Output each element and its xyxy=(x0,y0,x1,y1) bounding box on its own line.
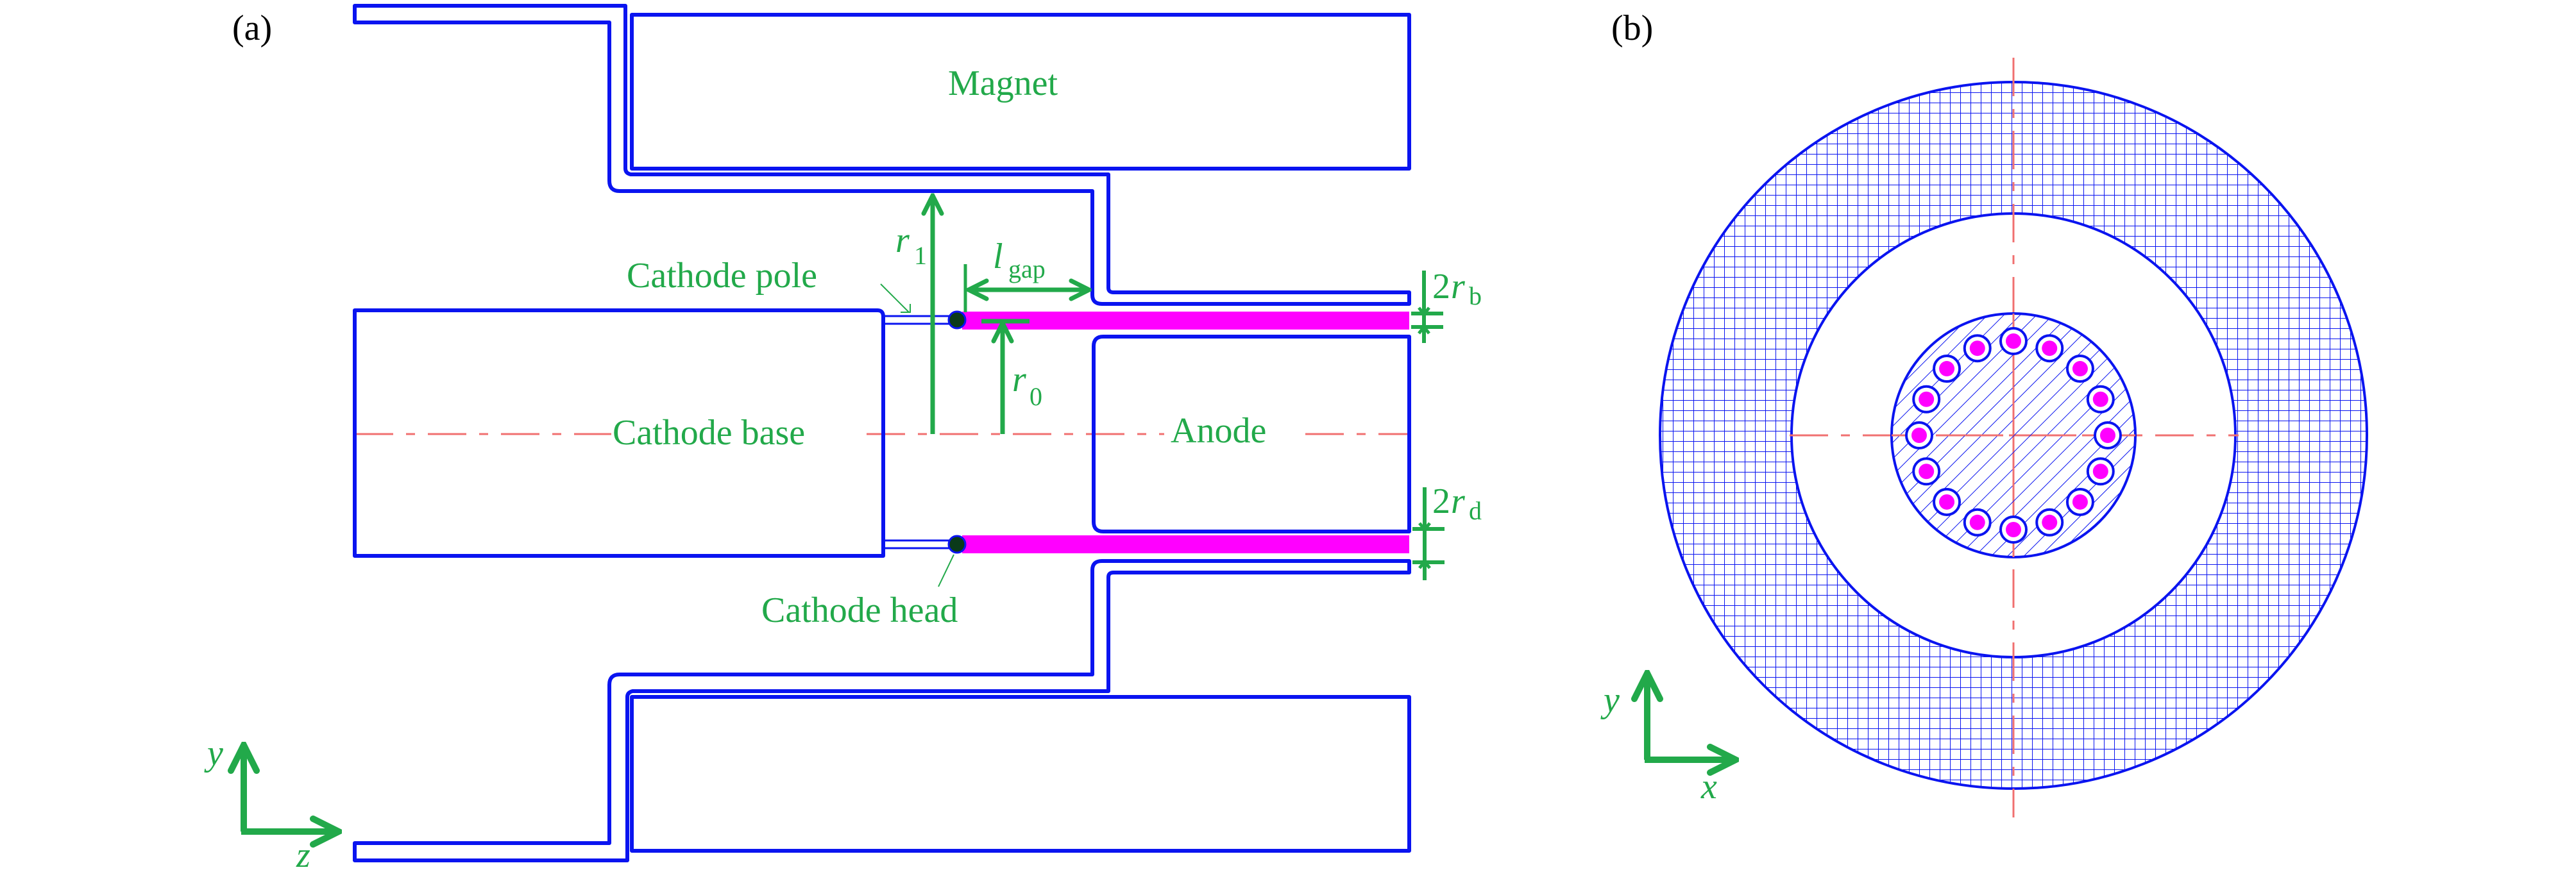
cathode-head-label: Cathode head xyxy=(761,590,958,630)
emitter-beam-dot xyxy=(2072,361,2088,377)
emitter-beam-dot xyxy=(2042,340,2058,356)
axes-a xyxy=(241,745,339,832)
rb-prefix: 2 xyxy=(1432,267,1450,306)
cathode-pole-leader-tip xyxy=(901,304,911,313)
r1-symbol: r xyxy=(895,221,910,260)
r0-subscript: 0 xyxy=(1030,382,1042,411)
upper-magnet xyxy=(630,13,1411,171)
emitter-beam-dot xyxy=(2100,428,2115,443)
cathode-pole-leader xyxy=(880,283,910,313)
rb-symbol: r xyxy=(1451,267,1465,306)
emitter-beam-dot xyxy=(2006,522,2021,537)
emitter-beam-dot xyxy=(1939,361,1955,377)
electron-beam-lower xyxy=(962,535,1409,553)
lower-housing xyxy=(353,559,1411,862)
rd-dimension xyxy=(1412,487,1445,580)
cathode-base-label-bg xyxy=(611,410,863,456)
emitter-beam-dot xyxy=(2006,333,2021,349)
cathode-head-leader xyxy=(938,554,954,587)
emitter-ring xyxy=(1905,327,2122,544)
panel-a: (a) Magnet Cathode base Anode Cathode xyxy=(204,4,1482,875)
anode-label-bg xyxy=(1164,412,1296,450)
lower-magnet xyxy=(630,695,1411,853)
anode xyxy=(1092,335,1411,533)
emitter-beam-dot xyxy=(1969,514,1985,530)
cathode-pole-label: Cathode pole xyxy=(627,256,817,296)
rd-subscript: d xyxy=(1469,496,1482,525)
axis-x-label-b: x xyxy=(1700,767,1717,807)
r1-subscript: 1 xyxy=(914,241,927,270)
rd-symbol: r xyxy=(1451,481,1465,521)
cathode-pole-lower xyxy=(882,539,954,549)
axis-y-label-b: y xyxy=(1600,680,1620,720)
axes-b xyxy=(1645,673,1736,760)
emitter-beam-dot xyxy=(1939,494,1955,510)
cathode-pole-upper xyxy=(882,315,954,325)
panel-b: (b) y x xyxy=(1600,8,2368,817)
cathode-base-label: Cathode base xyxy=(613,413,805,453)
lgap-symbol: l xyxy=(993,237,1003,276)
emitter-beam-dot xyxy=(1919,464,1935,480)
emitter-beam-dot xyxy=(1911,428,1927,443)
electron-beam-upper xyxy=(962,312,1409,330)
rd-prefix: 2 xyxy=(1432,481,1450,521)
axis-y-label-a: y xyxy=(204,733,223,773)
emitter-beam-dot xyxy=(2092,391,2108,407)
upper-housing xyxy=(353,4,1411,306)
magnet-label: Magnet xyxy=(948,63,1058,103)
emitter-beam-dot xyxy=(2092,464,2108,480)
panel-a-label: (a) xyxy=(232,8,272,48)
rb-subscript: b xyxy=(1469,281,1482,310)
emitter-beam-dot xyxy=(1969,340,1985,356)
anode-label: Anode xyxy=(1171,411,1266,451)
emitter-beam-dot xyxy=(1919,391,1935,407)
emitter-beam-dot xyxy=(2072,494,2088,510)
axis-z-label-a: z xyxy=(296,835,310,875)
cathode-base xyxy=(353,308,885,558)
rb-dimension xyxy=(1411,271,1443,343)
panel-b-label: (b) xyxy=(1611,8,1653,48)
lgap-subscript: gap xyxy=(1008,255,1046,283)
r0-symbol: r xyxy=(1012,360,1026,399)
emitter-beam-dot xyxy=(2042,514,2058,530)
cathode-head-upper xyxy=(947,310,967,330)
cathode-head-lower xyxy=(947,535,967,554)
magnet-label-bg xyxy=(931,59,1101,109)
